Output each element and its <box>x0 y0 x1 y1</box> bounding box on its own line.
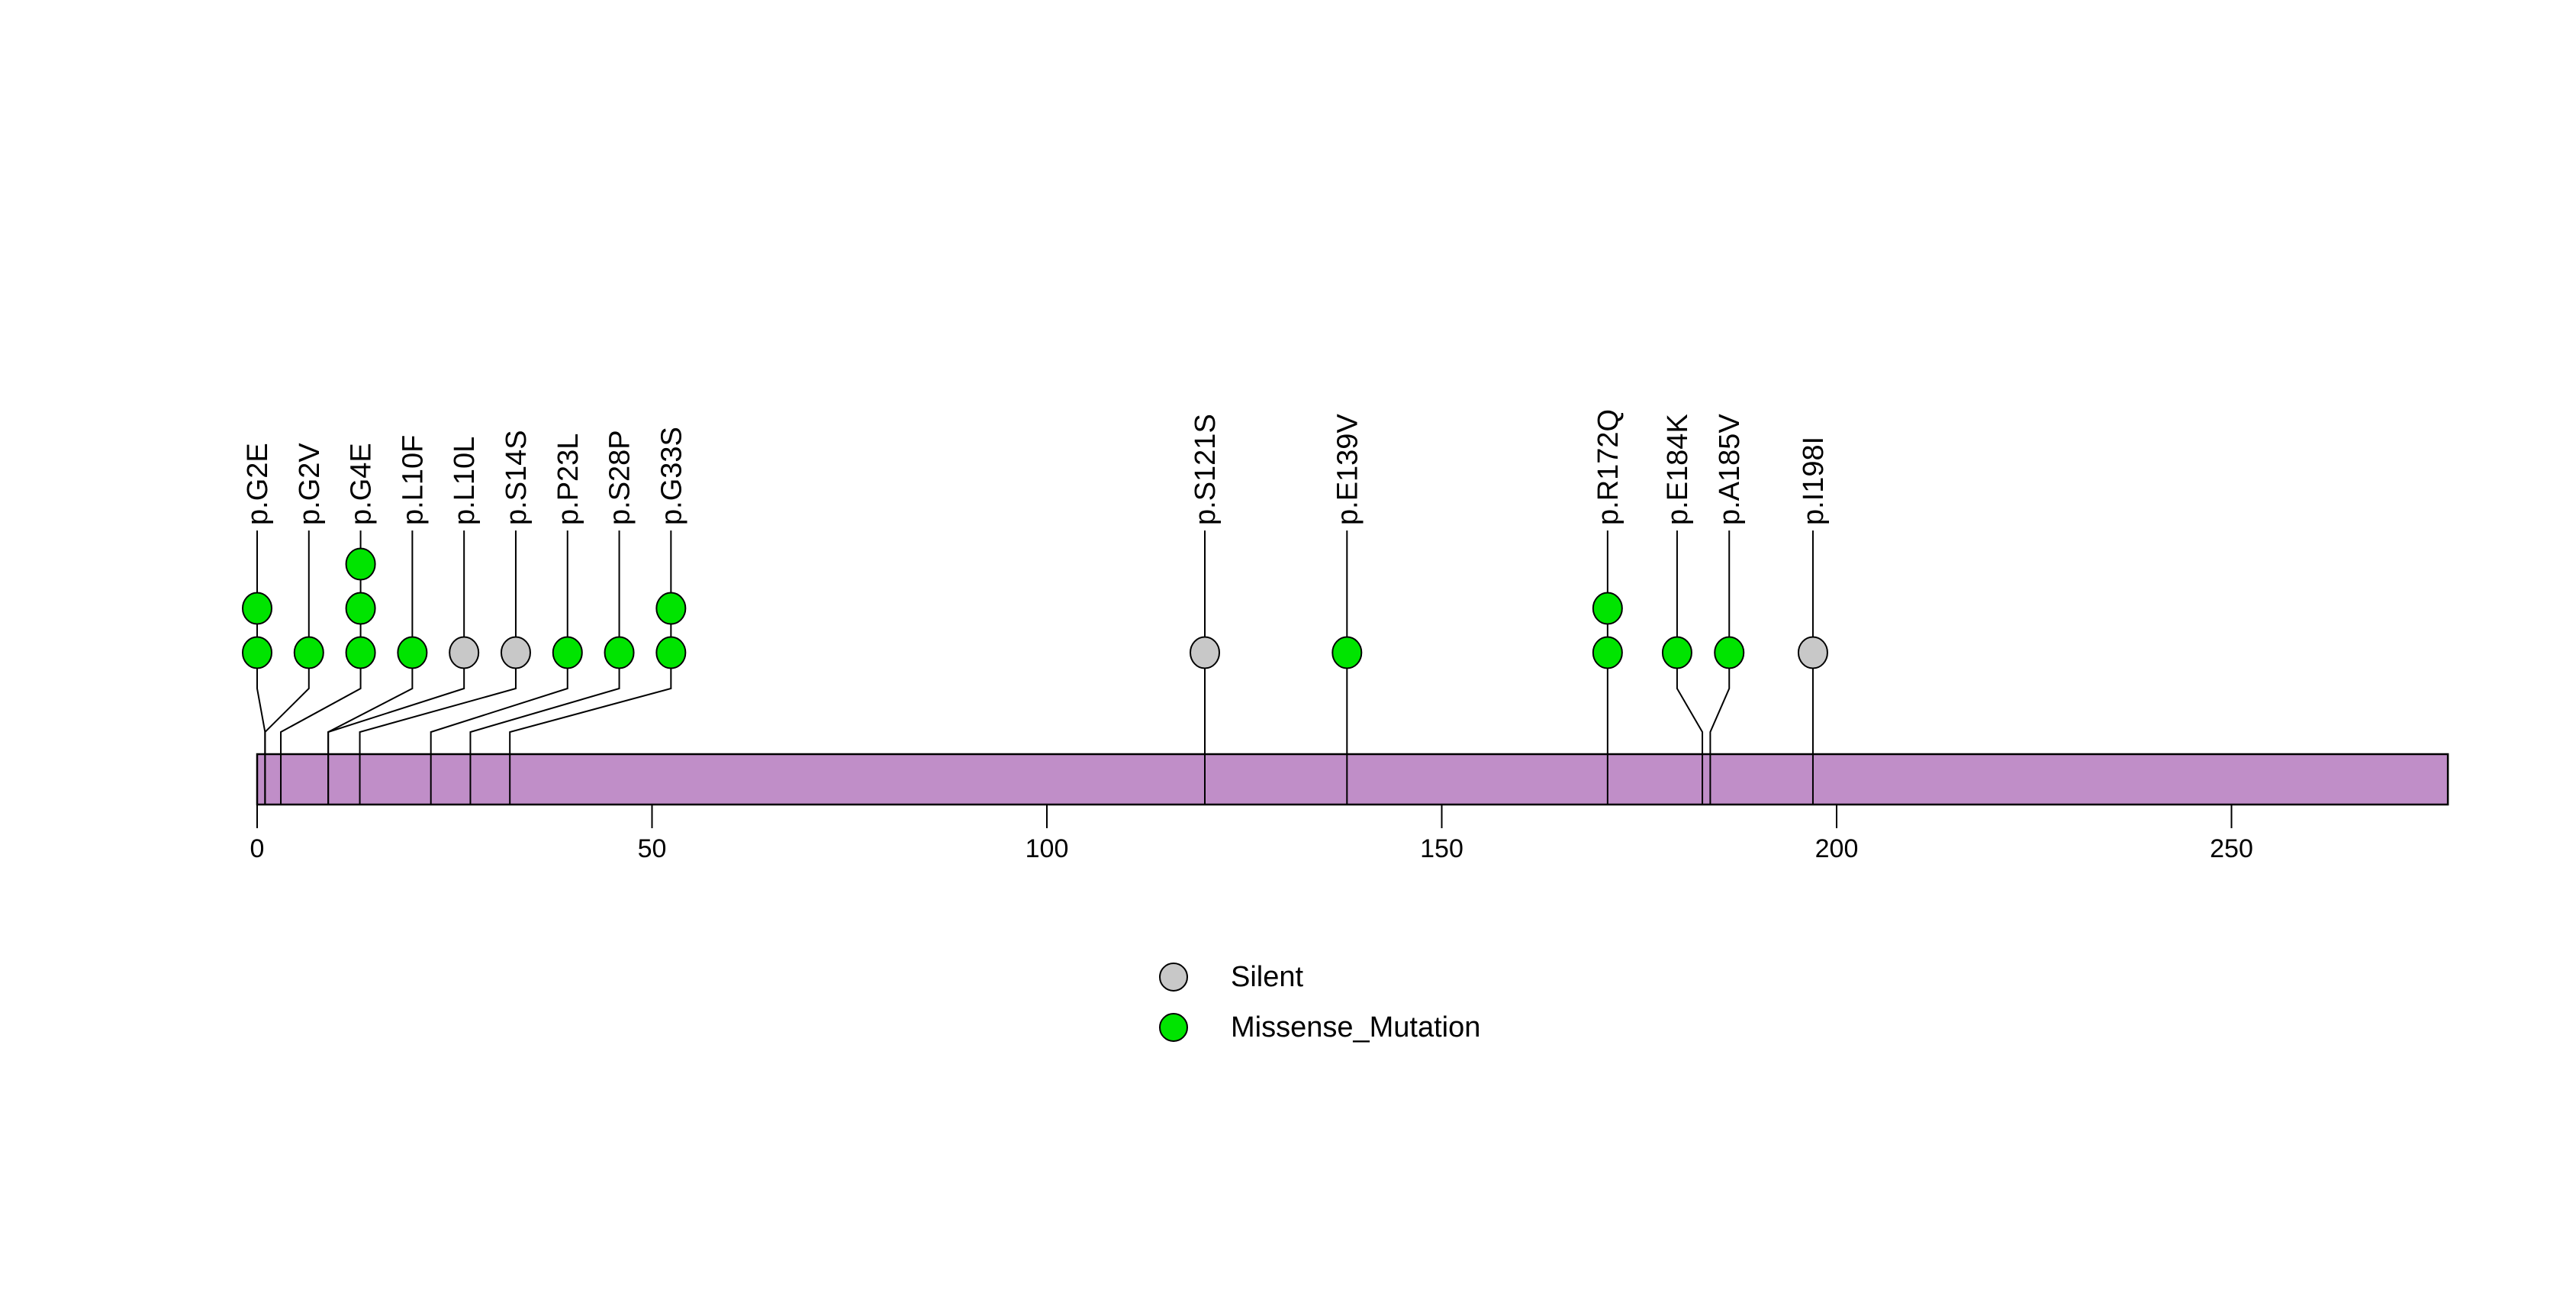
mutation-stem <box>1709 531 1731 805</box>
protein-domain-bar <box>256 753 2449 806</box>
legend-label-missense: Missense_Mutation <box>1231 1011 1481 1043</box>
x-axis-tick-label: 150 <box>1420 834 1463 863</box>
mutation-stem <box>469 531 620 805</box>
mutation-label: p.G2E <box>242 443 274 525</box>
x-axis-tick-label: 200 <box>1815 834 1859 863</box>
mutation-label: p.L10L <box>449 437 481 525</box>
mutation-lollipop <box>293 636 324 669</box>
mutation-label: p.G33S <box>655 427 687 525</box>
mutation-lollipop <box>655 636 687 669</box>
legend-item-silent: Silent <box>1159 961 1480 993</box>
x-axis-tick-label: 250 <box>2210 834 2253 863</box>
mutation-label: p.S28P <box>604 430 636 525</box>
legend-label-silent: Silent <box>1231 960 1304 993</box>
mutation-lollipop <box>1797 636 1828 669</box>
mutation-lollipop <box>397 636 428 669</box>
mutation-label: p.L10F <box>397 435 429 525</box>
mutation-label: p.I198I <box>1798 437 1830 525</box>
legend-item-missense: Missense_Mutation <box>1159 1011 1480 1043</box>
mutation-lollipop <box>1592 592 1623 625</box>
mutation-label: p.A185V <box>1714 414 1746 525</box>
mutation-lollipop <box>242 636 272 669</box>
mutation-lollipop <box>345 592 376 625</box>
mutation-lollipop <box>655 592 687 625</box>
mutation-label: p.P23L <box>552 434 584 525</box>
mutation-lollipop <box>604 636 635 669</box>
mutation-lollipop <box>1661 636 1692 669</box>
mutation-stem <box>430 531 568 805</box>
silent-swatch-icon <box>1159 963 1188 992</box>
mutation-lollipop <box>345 636 376 669</box>
mutation-label: p.R172Q <box>1592 409 1624 525</box>
mutation-stem <box>359 531 517 805</box>
mutation-label: p.E139V <box>1331 414 1364 525</box>
mutation-label: p.G4E <box>346 443 378 525</box>
x-axis-tick-label: 100 <box>1026 834 1069 863</box>
mutation-lollipop <box>1190 636 1220 669</box>
mutation-lollipop <box>1331 636 1363 669</box>
mutation-lollipop <box>449 636 480 669</box>
mutation-lollipop <box>1714 636 1745 669</box>
mutation-stem <box>1676 531 1704 805</box>
mutation-lollipop <box>552 636 583 669</box>
x-axis-tick-label: 0 <box>250 834 265 863</box>
missense-swatch-icon <box>1159 1013 1188 1042</box>
mutation-lollipop <box>500 636 531 669</box>
mutation-label: p.G2V <box>294 443 326 525</box>
mutation-label: p.S121S <box>1190 414 1222 525</box>
mutation-label: p.S14S <box>501 430 533 525</box>
legend: Silent Missense_Mutation <box>1159 961 1480 1062</box>
mutation-stem <box>327 531 465 805</box>
x-axis-tick-label: 50 <box>638 834 667 863</box>
mutation-stem <box>264 531 310 805</box>
mutation-lollipop <box>242 592 272 625</box>
mutation-lollipop <box>345 547 376 581</box>
mutation-label: p.E184K <box>1662 414 1694 525</box>
mutation-lollipop <box>1592 636 1623 669</box>
